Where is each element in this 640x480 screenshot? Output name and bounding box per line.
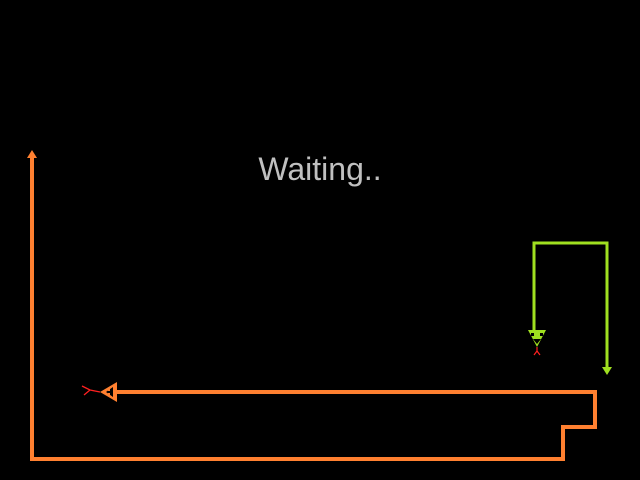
orange-snake-trail <box>30 154 597 461</box>
green-snake-head <box>528 330 546 347</box>
green-snake-tongue <box>533 347 541 356</box>
green-snake-trail <box>532 241 609 369</box>
green-snake <box>528 241 612 375</box>
green-snake-tail-tip <box>602 367 612 375</box>
orange-snake-tongue <box>81 385 101 396</box>
orange-snake <box>27 150 597 461</box>
orange-snake-tail-tip <box>27 150 37 158</box>
status-text: Waiting.. <box>258 151 382 187</box>
orange-snake-head <box>100 382 117 402</box>
